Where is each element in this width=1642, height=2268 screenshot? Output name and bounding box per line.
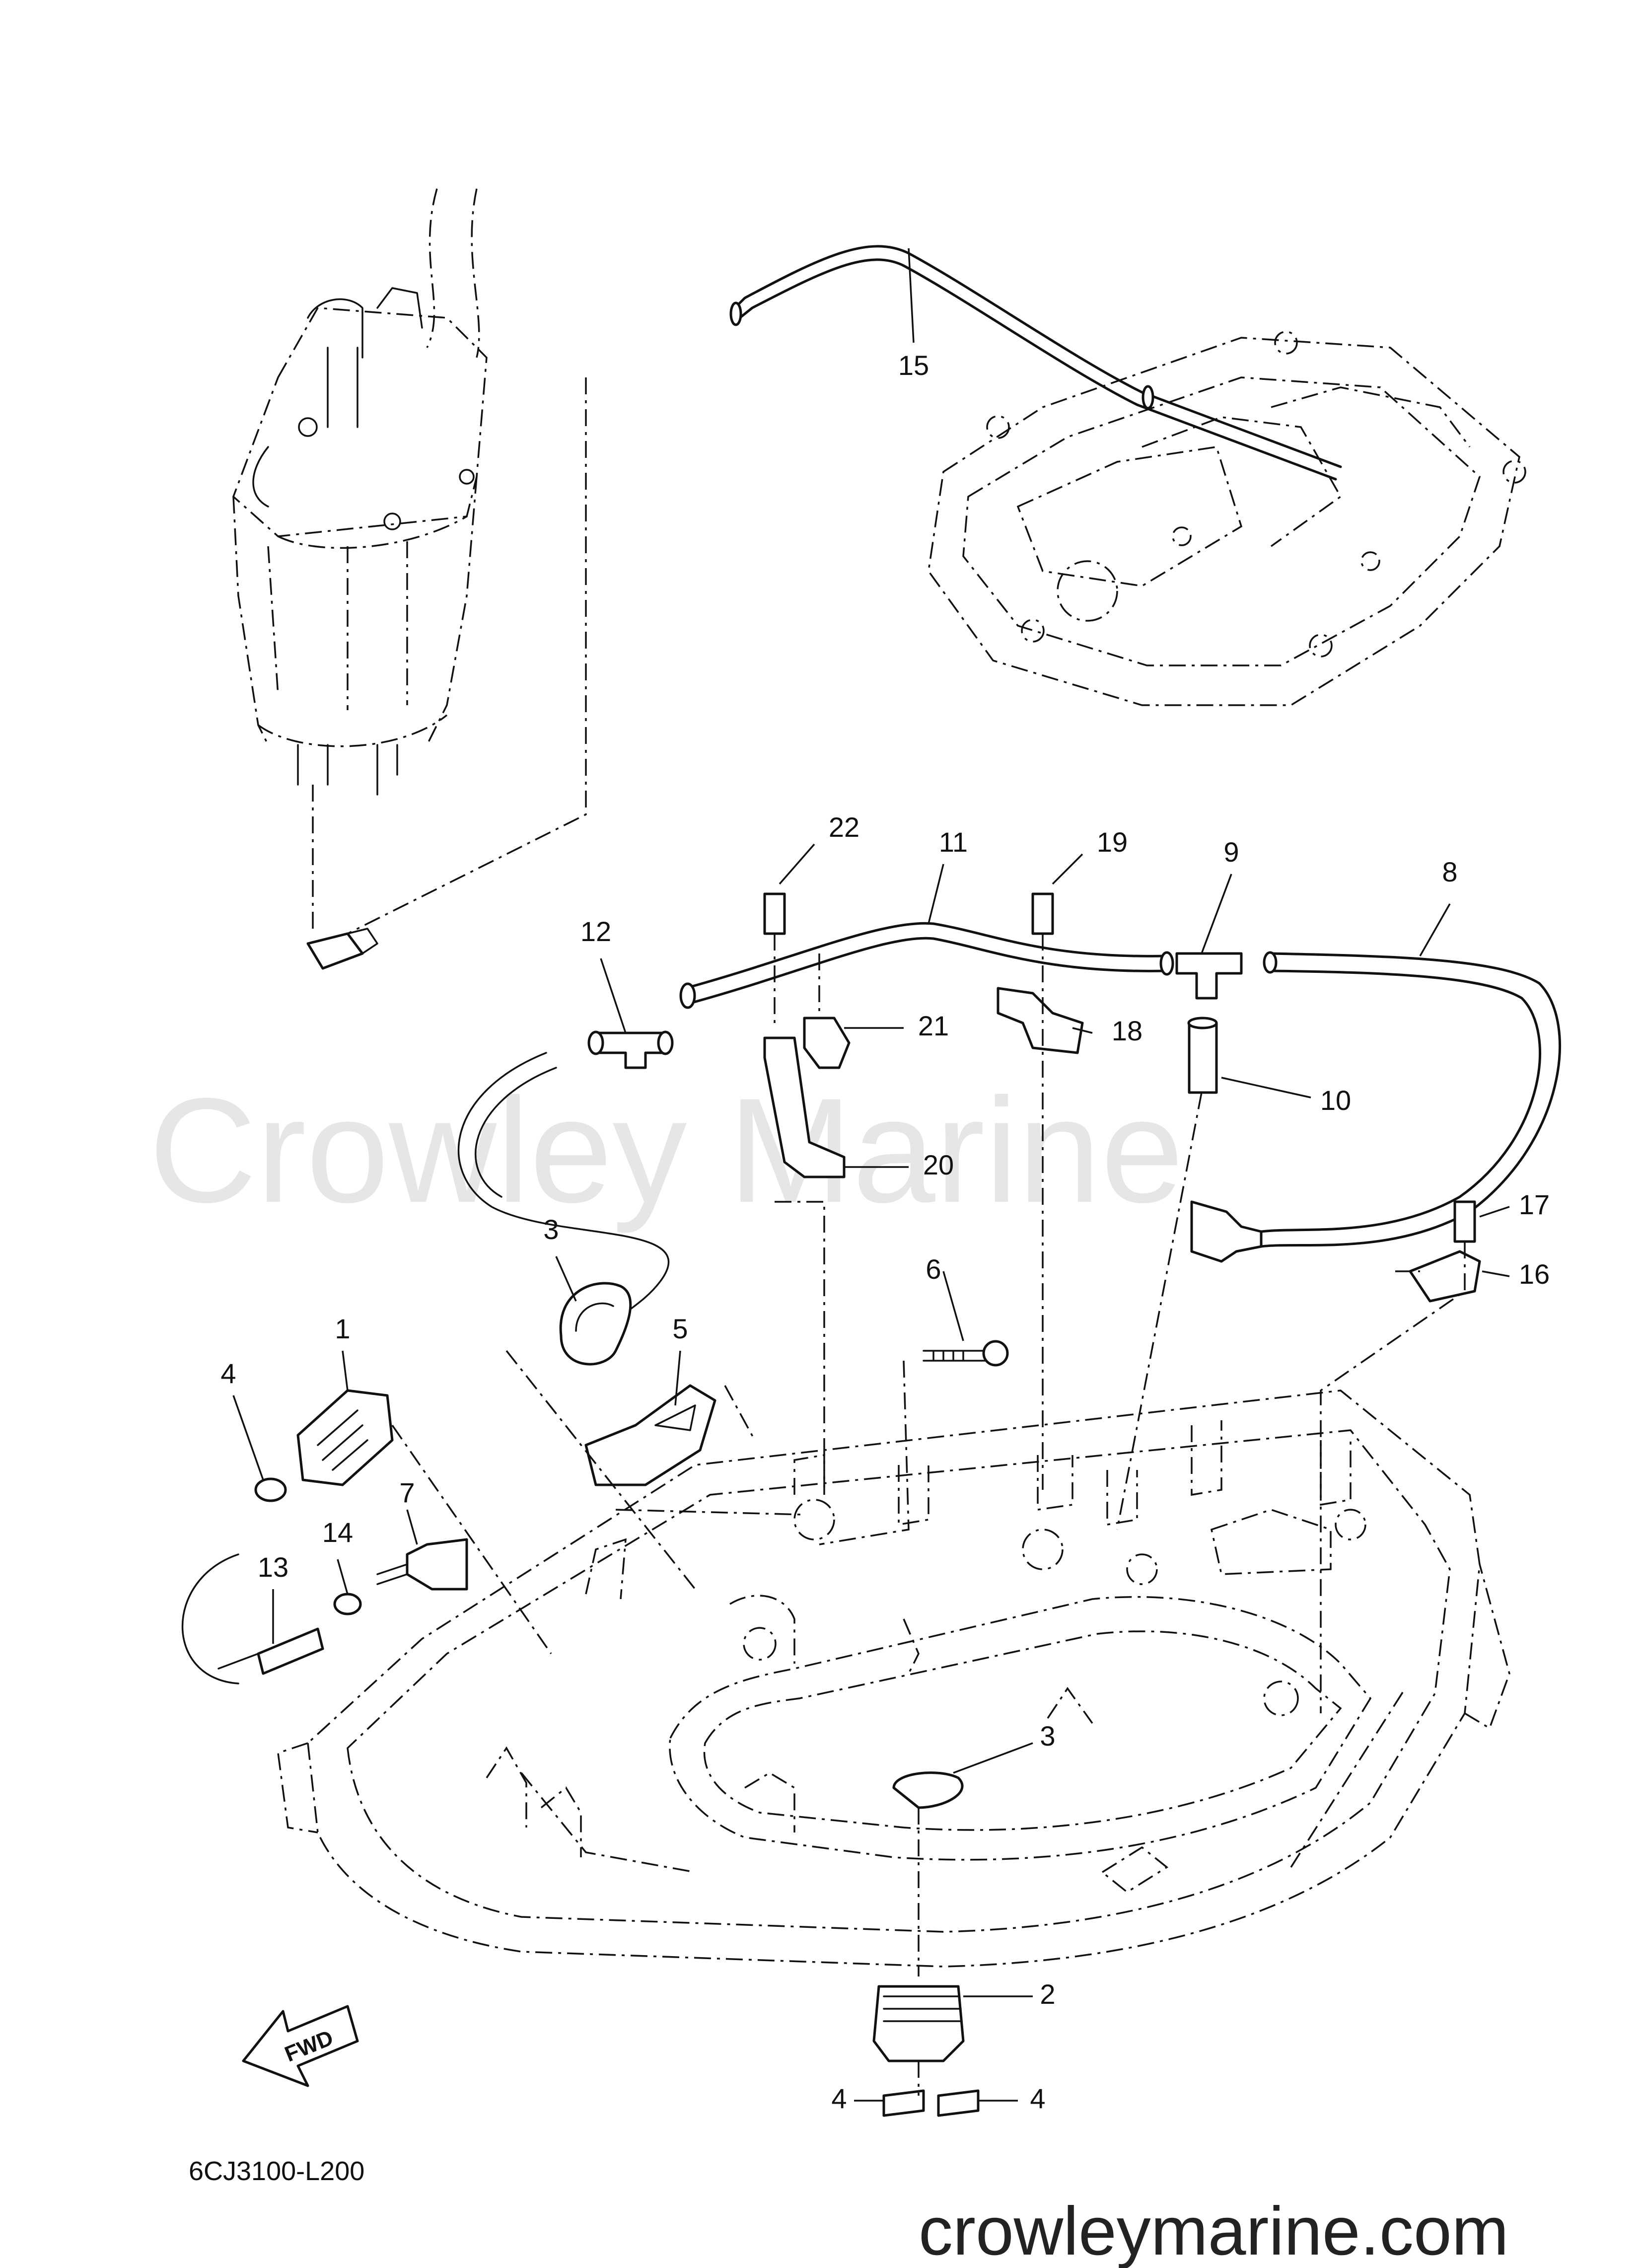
callout-20: 20 (923, 1149, 954, 1180)
fitting-5 (584, 1384, 716, 1486)
callout-4-bottom-left: 4 (831, 2083, 847, 2114)
site-url: crowleymarine.com (919, 2193, 1509, 2268)
clip-14 (333, 1593, 362, 1615)
watermark: Crowley Marine (149, 1067, 1184, 1235)
callout-9: 9 (1223, 836, 1239, 868)
clip-4-left (254, 1477, 287, 1502)
bolt-19 (1031, 892, 1054, 935)
callout-22: 22 (829, 811, 859, 843)
hose-10 (1188, 1022, 1218, 1094)
joint-9 (1175, 952, 1243, 1000)
hose-13 (257, 1627, 324, 1675)
callout-11: 11 (939, 826, 968, 858)
callout-6: 6 (926, 1253, 941, 1285)
callout-7: 7 (399, 1477, 415, 1508)
screw-6 (923, 1350, 989, 1362)
stay-20 (763, 1036, 846, 1178)
fwd-arrow-icon: FWD (242, 2005, 359, 2087)
callout-3-lower: 3 (1040, 1720, 1055, 1752)
bolt-17 (1453, 1200, 1476, 1243)
grommet-3-lower (892, 1771, 964, 1809)
callout-21: 21 (918, 1010, 949, 1041)
hose-8 (1260, 952, 1561, 1248)
clamp-16 (1409, 1250, 1481, 1303)
callout-1: 1 (335, 1313, 350, 1344)
joint-12 (594, 1031, 667, 1069)
connection-lines (347, 377, 1466, 2096)
fitting-1 (296, 1389, 394, 1486)
callout-8: 8 (1442, 856, 1457, 887)
clip-21 (803, 1017, 851, 1069)
callout-4-left: 4 (220, 1358, 236, 1389)
diagram-code: 6CJ3100-L200 (189, 2156, 364, 2186)
grommet-3-upper (559, 1282, 632, 1366)
bolt-22 (763, 892, 786, 935)
bottom-cowling-phantom (277, 1390, 1510, 1968)
bracket-18 (997, 987, 1084, 1054)
hose-11 (684, 922, 1168, 990)
upper-casing-phantom (928, 331, 1526, 706)
callout-10: 10 (1320, 1085, 1351, 1116)
callout-3-upper: 3 (543, 1214, 559, 1245)
callout-labels: 1 2 3 3 4 4 4 5 6 7 8 9 10 11 12 13 14 1… (220, 350, 1550, 2114)
pilot-hose (457, 1052, 670, 1322)
callout-13: 13 (258, 1551, 288, 1583)
leader-lines (232, 248, 1510, 2102)
callout-2: 2 (1040, 1978, 1055, 2010)
callout-14: 14 (322, 1517, 353, 1548)
callout-18: 18 (1112, 1015, 1142, 1046)
callout-5: 5 (672, 1313, 688, 1344)
callout-17: 17 (1519, 1189, 1550, 1220)
callout-12: 12 (580, 916, 611, 947)
hoses-and-fittings (181, 245, 1561, 2117)
clip-4-bottom-left (882, 2089, 925, 2117)
fuel-unit-phantom (232, 188, 488, 970)
callout-19: 19 (1097, 826, 1128, 858)
callout-16: 16 (1519, 1258, 1550, 1290)
fitting-7 (406, 1538, 468, 1591)
hose-15 (733, 245, 1342, 468)
callout-15: 15 (898, 350, 929, 381)
clip-4-bottom-right (937, 2089, 980, 2117)
callout-4-bottom-right: 4 (1030, 2083, 1045, 2114)
fitting-2 (872, 1985, 965, 2062)
